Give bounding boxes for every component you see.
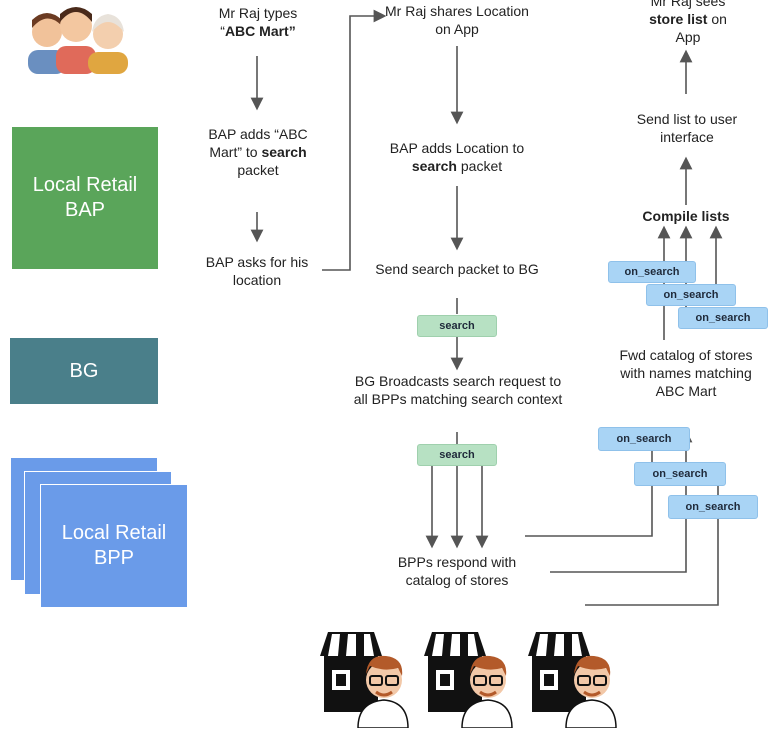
step-raj-types: Mr Raj types “ABC Mart” [190,4,326,40]
on-search-tag-2: on_search [646,284,736,306]
step-raj-sees-list-line2: store list on [620,10,756,28]
bap-box-label: Local Retail BAP [32,174,138,221]
bpp-box-label: Local Retail BPP [61,522,167,569]
bg-box: BG [10,338,158,404]
step-raj-sees-list-text: on [707,11,727,27]
step-bap-adds-location: BAP adds Location to search packet [364,139,550,175]
step-fwd-catalog: Fwd catalog of stores with names matchin… [619,347,753,399]
step-send-to-ui: Send list to user interface [636,111,738,145]
step-raj-shares-location: Mr Raj shares Location on App [385,3,529,37]
on-search-tag-4: on_search [598,427,690,451]
bg-box-label: BG [69,359,99,382]
step-bg-broadcasts: BG Broadcasts search request to all BPPs… [353,373,563,407]
step-bap-adds-location-line2: search packet [364,157,550,175]
step-bap-adds-mart-line3: packet [237,162,279,178]
on-search-tag-6: on_search [668,495,758,519]
store-owner-icon [422,628,514,729]
step-bap-adds-mart: BAP adds “ABC Mart” to search packet [190,125,326,179]
step-bap-adds-location-line1: BAP adds Location to [389,140,525,156]
step-bap-adds-mart-line2: Mart” to search [190,143,326,161]
step-bap-adds-mart-line1: BAP adds “ABC [208,126,308,142]
step-bap-adds-location-text: packet [457,158,503,174]
step-bpps-respond: BPPs respond with catalog of stores [397,554,517,588]
store-owner-icon [318,628,410,729]
search-tag-2: search [417,444,497,466]
bap-box: Local Retail BAP [12,127,158,269]
step-raj-sees-list-line1: Mr Raj sees [650,0,726,9]
step-bap-adds-location-search: search [411,158,457,174]
on-search-tag-5: on_search [634,462,726,486]
step-bap-adds-mart-search: search [261,144,307,160]
step-raj-types-line2: “ABC Mart” [190,22,326,40]
step-raj-sees-list-line3: App [675,29,701,45]
step-bap-adds-mart-text: Mart” to [209,144,262,160]
family-icon [18,2,134,76]
step-raj-types-store: ABC Mart” [224,23,296,39]
search-tag-1: search [417,315,497,337]
store-owner-icon [526,628,618,729]
step-send-to-bg: Send search packet to BG [375,261,539,277]
step-raj-types-quote: “ [220,23,225,39]
step-raj-types-line1: Mr Raj types [218,5,298,21]
step-raj-sees-list: Mr Raj sees store list on App [620,0,756,46]
step-raj-sees-list-bold: store list [649,11,708,27]
step-bap-asks-location: BAP asks for his location [205,254,309,288]
step-compile-lists: Compile lists [642,208,730,224]
bpp-box: Local Retail BPP [40,484,188,608]
on-search-tag-3: on_search [678,307,768,329]
on-search-tag-1: on_search [608,261,696,283]
